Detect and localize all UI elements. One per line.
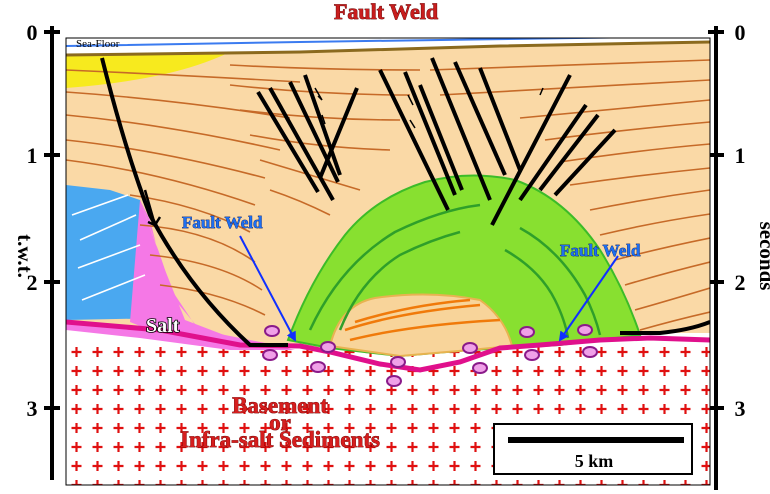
scale-bar-label: 5 km (575, 451, 614, 471)
salt-label: Salt (146, 315, 180, 337)
right-tick-label: 3 (735, 396, 746, 421)
listric-fault (100, 57, 288, 347)
left-time-axis: 0 1 2 3 t.w.t. (13, 20, 60, 480)
left-tick-label: 1 (27, 143, 38, 168)
salt-nodules (262, 324, 598, 387)
sea-floor-line (66, 40, 710, 57)
right-base-fault (620, 320, 710, 335)
basement-label-line3: Infra-salt Sediments (180, 427, 380, 452)
crestal-faults-left (256, 69, 464, 211)
right-tick-label: 1 (735, 143, 746, 168)
right-time-axis: 0 1 2 3 seconds (708, 20, 770, 490)
diagram-title: Fault Weld (334, 0, 438, 24)
sea-floor-label: Sea-Floor (76, 38, 120, 50)
left-tick-label: 0 (27, 20, 38, 45)
left-axis-label: t.w.t. (13, 234, 37, 278)
left-tick-label: 2 (27, 270, 38, 295)
left-tick-label: 3 (27, 396, 38, 421)
sediment-layers-left (66, 69, 301, 316)
basement-label-line1: Basement (232, 393, 328, 418)
section-frame (65, 37, 711, 486)
salt-weld-line (66, 319, 710, 373)
right-axis-label: seconds (755, 222, 770, 291)
orange-lens-layers (344, 298, 501, 342)
blue-block-streaks (71, 194, 146, 301)
fault-slip-arrow (143, 189, 162, 227)
crestal-faults-right (430, 57, 617, 226)
scale-bar: 5 km (493, 423, 693, 475)
crestal-slip-arrows (314, 87, 557, 129)
cross-section (66, 38, 710, 485)
fault-weld-arrow-left (239, 235, 296, 342)
sea-level-line (66, 38, 642, 47)
fault-weld-label-right: Fault Weld (560, 241, 641, 260)
fault-weld-label-left: Fault Weld (182, 213, 263, 232)
basement-label-line2: or (269, 410, 291, 435)
salt-wedge (130, 200, 245, 343)
green-body-layers (308, 203, 602, 339)
right-tick-label: 2 (735, 270, 746, 295)
fault-weld-arrow-right (558, 255, 619, 342)
right-tick-label: 0 (735, 20, 746, 45)
